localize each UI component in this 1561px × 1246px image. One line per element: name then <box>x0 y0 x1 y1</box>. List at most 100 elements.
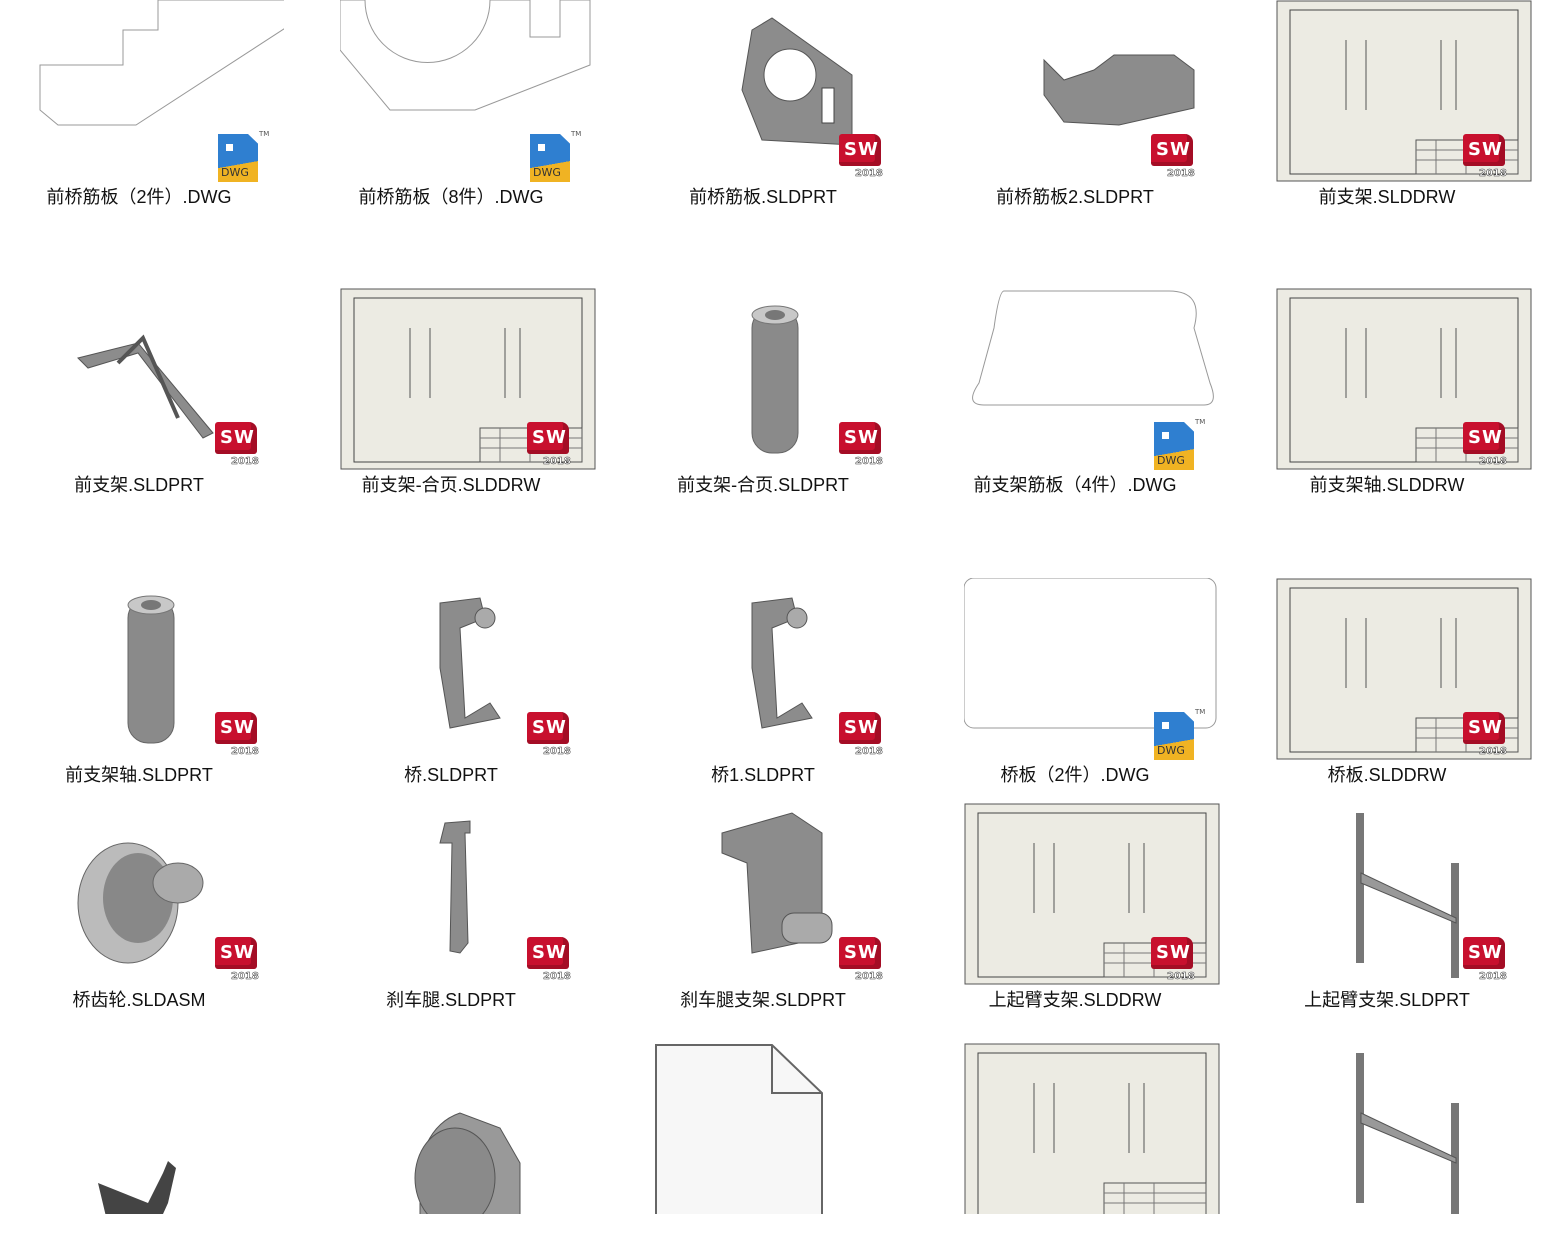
solidworks-icon: SW 2018 <box>837 937 885 985</box>
file-thumbnail <box>652 578 908 760</box>
file-name-label: 刹车腿.SLDPRT <box>386 990 516 1010</box>
solidworks-cube: SW <box>839 134 881 166</box>
file-thumbnail <box>964 0 1220 182</box>
file-item[interactable]: SW 2018 前支架.SLDPRT <box>0 288 312 518</box>
solidworks-version-text: 2018 <box>855 971 883 983</box>
solidworks-icon-text: SW <box>844 942 879 963</box>
solidworks-icon: SW 2018 <box>525 422 573 470</box>
file-thumbnail <box>28 0 284 182</box>
solidworks-icon-text: SW <box>220 942 255 963</box>
file-thumbnail <box>340 1043 596 1214</box>
file-thumbnail <box>652 1043 908 1214</box>
file-item[interactable] <box>0 1043 312 1214</box>
solidworks-version-text: 2018 <box>1479 971 1507 983</box>
solidworks-cube: SW <box>1463 134 1505 166</box>
solidworks-icon: SW 2018 <box>1149 937 1197 985</box>
solidworks-cube: SW <box>1151 134 1193 166</box>
dwg-icon-text: DWG <box>221 166 249 179</box>
file-name-label: 桥板.SLDDRW <box>1327 765 1447 785</box>
file-item[interactable] <box>1248 1043 1560 1214</box>
solidworks-icon: SW 2018 <box>213 712 261 760</box>
solidworks-version-text: 2018 <box>1167 168 1195 180</box>
solidworks-version-text: 2018 <box>231 456 259 468</box>
dwg-trademark-text: TM <box>1195 708 1206 716</box>
file-name-label: 前支架.SLDPRT <box>74 475 204 495</box>
file-thumbnail <box>652 0 908 182</box>
file-item[interactable] <box>312 1043 624 1214</box>
file-name-label: 刹车腿支架.SLDPRT <box>680 990 846 1010</box>
file-item[interactable] <box>624 1043 936 1214</box>
solidworks-version-text: 2018 <box>1167 971 1195 983</box>
dwg-icon-text: DWG <box>1157 744 1185 757</box>
solidworks-icon-text: SW <box>532 717 567 738</box>
solidworks-version-text: 2018 <box>231 971 259 983</box>
solidworks-version-text: 2018 <box>543 746 571 758</box>
dwg-icon-body <box>1154 712 1194 760</box>
solidworks-version-text: 2018 <box>855 168 883 180</box>
file-thumbnail <box>28 288 284 470</box>
solidworks-icon: SW 2018 <box>1461 712 1509 760</box>
file-item[interactable]: DWG TM 桥板（2件）.DWG <box>936 578 1248 808</box>
file-thumbnail <box>340 0 596 182</box>
file-item[interactable]: SW 2018 刹车腿支架.SLDPRT <box>624 803 936 1033</box>
solidworks-version-text: 2018 <box>1479 746 1507 758</box>
dwg-file-icon: DWG TM <box>1154 708 1206 760</box>
solidworks-icon-text: SW <box>1468 717 1503 738</box>
solidworks-icon: SW 2018 <box>1461 422 1509 470</box>
solidworks-icon-text: SW <box>844 139 879 160</box>
file-name-label: 桥板（2件）.DWG <box>1000 765 1150 785</box>
solidworks-icon-text: SW <box>1468 427 1503 448</box>
solidworks-version-text: 2018 <box>855 456 883 468</box>
solidworks-version-text: 2018 <box>231 746 259 758</box>
dwg-icon-body <box>530 134 570 182</box>
solidworks-icon-text: SW <box>220 427 255 448</box>
solidworks-icon: SW 2018 <box>213 937 261 985</box>
solidworks-icon: SW 2018 <box>837 134 885 182</box>
file-name-label: 前桥筋板（8件）.DWG <box>358 187 544 207</box>
solidworks-cube: SW <box>839 712 881 744</box>
solidworks-cube: SW <box>527 712 569 744</box>
solidworks-cube: SW <box>1151 937 1193 969</box>
solidworks-version-text: 2018 <box>855 746 883 758</box>
file-item[interactable] <box>936 1043 1248 1214</box>
file-item[interactable]: SW 2018 上起臂支架.SLDDRW <box>936 803 1248 1033</box>
file-name-label: 上起臂支架.SLDDRW <box>988 990 1162 1010</box>
file-thumbnail <box>28 803 284 985</box>
solidworks-cube: SW <box>215 937 257 969</box>
solidworks-cube: SW <box>215 712 257 744</box>
dwg-icon-text: DWG <box>533 166 561 179</box>
solidworks-version-text: 2018 <box>543 456 571 468</box>
file-thumbnail <box>1276 1043 1532 1214</box>
dwg-icon-body <box>218 134 258 182</box>
file-item[interactable]: SW 2018 桥板.SLDDRW <box>1248 578 1560 808</box>
solidworks-cube: SW <box>1463 422 1505 454</box>
dwg-icon-mark <box>538 144 545 151</box>
solidworks-version-text: 2018 <box>1479 456 1507 468</box>
file-thumbnail <box>652 803 908 985</box>
file-thumbnail <box>1276 803 1532 985</box>
file-name-label: 前桥筋板（2件）.DWG <box>46 187 232 207</box>
solidworks-icon: SW 2018 <box>837 712 885 760</box>
file-thumbnail <box>652 288 908 470</box>
solidworks-cube: SW <box>527 422 569 454</box>
solidworks-icon-text: SW <box>1156 942 1191 963</box>
file-thumbnail <box>340 803 596 985</box>
